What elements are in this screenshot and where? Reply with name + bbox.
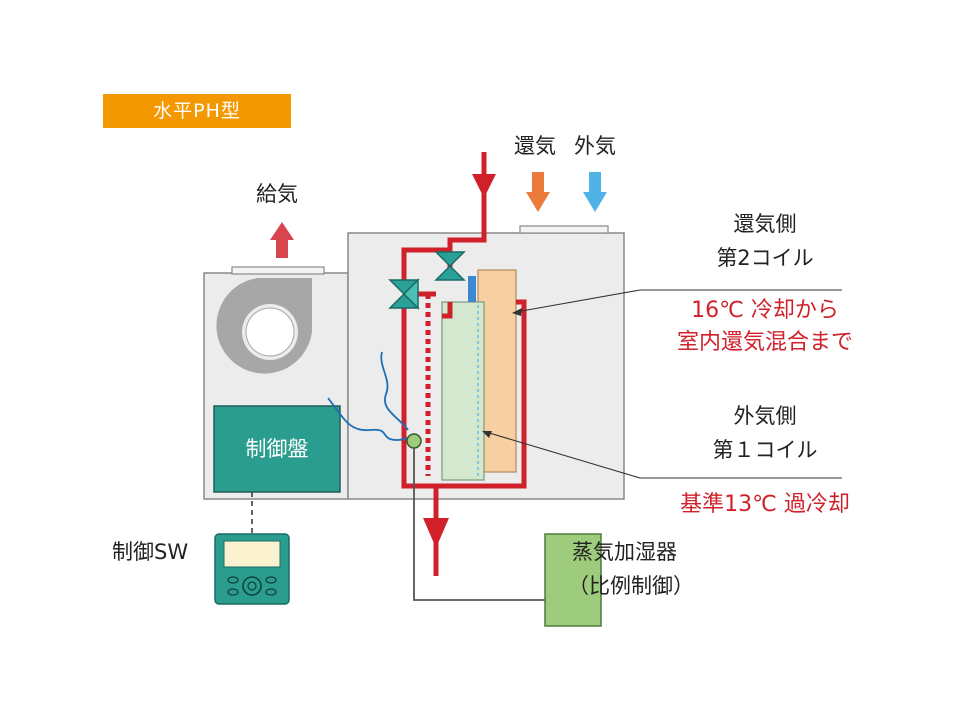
coil-header-blue bbox=[468, 276, 476, 302]
humidifier-label-line1: 蒸気加湿器 bbox=[572, 540, 677, 564]
leader-lines bbox=[485, 289, 842, 479]
control-switch-device bbox=[214, 533, 290, 605]
coil1-rect bbox=[441, 301, 485, 481]
humidifier-label-line2: （比例制御） bbox=[568, 574, 694, 598]
humidity-sensor-icon bbox=[406, 433, 422, 449]
humidifier-signal-line bbox=[413, 448, 545, 601]
outside-air-arrow-icon bbox=[583, 172, 607, 212]
supply-air-label: 給気 bbox=[256, 182, 298, 206]
chilled-water-inlet-arrow bbox=[472, 174, 496, 198]
coil2-title-line1: 還気側 bbox=[733, 212, 797, 236]
coil1-title-line2: 第１コイル bbox=[712, 438, 818, 462]
coil2-note-line2: 室内還気混合まで bbox=[676, 330, 853, 355]
control-switch-label: 制御SW bbox=[112, 540, 189, 564]
outside-air-label: 外気 bbox=[574, 134, 616, 158]
fan-section-top-duct bbox=[231, 266, 325, 275]
coil2-title-line2: 第2コイル bbox=[716, 246, 814, 270]
return-air-label: 還気 bbox=[514, 134, 556, 158]
chilled-water-outlet-arrow bbox=[423, 518, 449, 548]
supply-air-arrow-icon bbox=[270, 222, 294, 258]
fan-icon bbox=[216, 278, 312, 374]
three-way-valve-icon bbox=[388, 278, 420, 310]
coil1-note: 基準13℃ 過冷却 bbox=[680, 492, 850, 517]
control-panel-label: 制御盤 bbox=[245, 437, 309, 461]
model-badge: 水平PH型 bbox=[103, 94, 291, 128]
steam-humidifier-box bbox=[544, 533, 602, 627]
intake-duct bbox=[519, 225, 609, 234]
coil1-title-line1: 外気側 bbox=[733, 404, 797, 428]
control-panel-box bbox=[213, 405, 341, 493]
two-way-valve-icon bbox=[434, 251, 466, 281]
coil2-note-line1: 16℃ 冷却から bbox=[691, 298, 839, 323]
return-air-arrow-icon bbox=[526, 172, 550, 212]
